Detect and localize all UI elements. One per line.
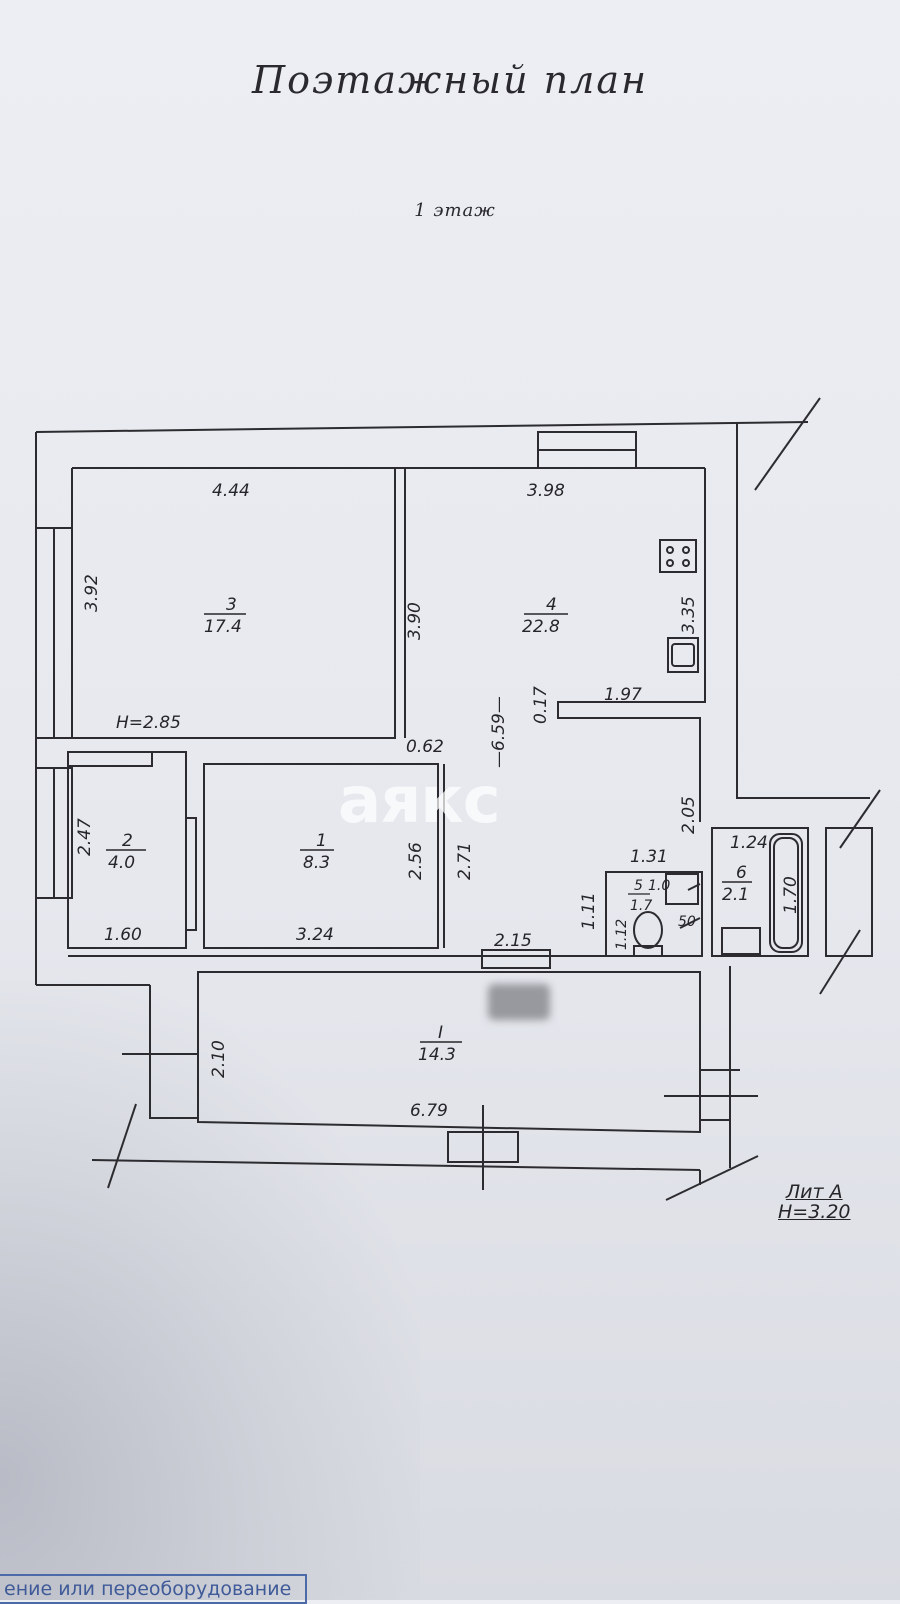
dim-corridor-left: 2.71	[455, 842, 475, 880]
room-4-number: 4	[546, 595, 557, 615]
bath-sink	[721, 927, 761, 955]
right-wall-stub	[825, 827, 873, 957]
dim-corridor-right: 2.05	[679, 796, 699, 834]
room-6-area: 2.1	[722, 885, 749, 905]
dim-r3-top: 4.44	[212, 481, 250, 501]
dim-r4-step: 0.17	[531, 686, 551, 724]
blurred-region	[488, 984, 550, 1020]
lit-line-2: H=3.20	[778, 1201, 851, 1223]
floor-label: 1 этаж	[414, 200, 496, 221]
stove	[659, 539, 697, 573]
break-mark-5	[839, 789, 881, 849]
dim-r4-right: 3.35	[679, 596, 699, 634]
corridor-outer	[736, 468, 870, 799]
dim-r2-bottom: 1.60	[104, 925, 142, 945]
dim-wc-small: 1.12	[614, 919, 630, 950]
lit-label: Лит А H=3.20	[778, 1182, 851, 1222]
dim-r3-left: 3.92	[82, 574, 102, 612]
outer-wall-bottom	[91, 1159, 701, 1171]
wc-sink	[665, 873, 699, 905]
room-1-area: 8.3	[303, 853, 330, 873]
dim-corridor-bottom: 2.15	[494, 931, 532, 951]
dim-wc-a: 1.0	[648, 878, 670, 894]
labels: 4.44 3.92 3.90 3 17.4 H=2.85 3.98 4 22.8…	[75, 481, 801, 1121]
kitchen-sink	[667, 637, 699, 673]
room-2-number: 2	[122, 831, 133, 851]
dim-wc-b: 50	[678, 914, 696, 930]
dim-bath-width: 1.31	[630, 847, 668, 867]
dim-wc-height: 1.11	[579, 892, 599, 930]
room-2-area: 4.0	[108, 853, 135, 873]
room-1-walls	[203, 763, 439, 949]
room-6-number: 6	[736, 863, 747, 883]
room-4-walls	[557, 468, 706, 822]
outer-wall-top	[35, 421, 809, 433]
dim-r3-right: 3.90	[405, 602, 425, 640]
room-3-area: 17.4	[204, 617, 242, 637]
lit-line-1: Лит А	[785, 1181, 843, 1203]
dim-rI-bottom: 6.79	[410, 1101, 448, 1121]
dim-rI-left: 2.10	[209, 1040, 229, 1078]
dim-r1-bottom: 3.24	[296, 925, 334, 945]
dim-r2-left: 2.47	[75, 818, 95, 856]
room-I-number: I	[438, 1023, 443, 1043]
break-mark-3	[754, 397, 821, 491]
plan-title: Поэтажный план	[251, 58, 649, 102]
room-5-area: 1.7	[630, 898, 652, 914]
dim-r3-height: H=2.85	[116, 713, 181, 733]
dim-r1-right: 2.56	[406, 842, 426, 880]
break-mark-1	[107, 1103, 137, 1189]
dim-r4-length: —6.59—	[489, 696, 509, 768]
dim-gap: 0.62	[406, 737, 444, 757]
room-I-walls	[197, 971, 701, 1134]
room-I-area: 14.3	[418, 1045, 456, 1065]
room-6-walls	[711, 827, 809, 957]
room-4-area: 22.8	[522, 617, 560, 637]
room-1-number: 1	[316, 831, 327, 851]
room-3-number: 3	[226, 595, 237, 615]
bathtub	[769, 833, 803, 953]
room-5-number: 5	[634, 878, 643, 894]
dim-bath6-height: 1.70	[781, 876, 801, 914]
door-corridor	[481, 949, 551, 969]
toilet	[633, 911, 663, 949]
dim-r4-top: 3.98	[527, 481, 565, 501]
break-mark-2	[665, 1155, 759, 1201]
break-mark-4	[819, 929, 861, 995]
watermark-logo: аякс	[338, 764, 501, 838]
room-3-walls	[71, 468, 396, 739]
dim-r4-mid: 1.97	[604, 685, 642, 705]
dim-bath6-width: 1.24	[730, 833, 768, 853]
